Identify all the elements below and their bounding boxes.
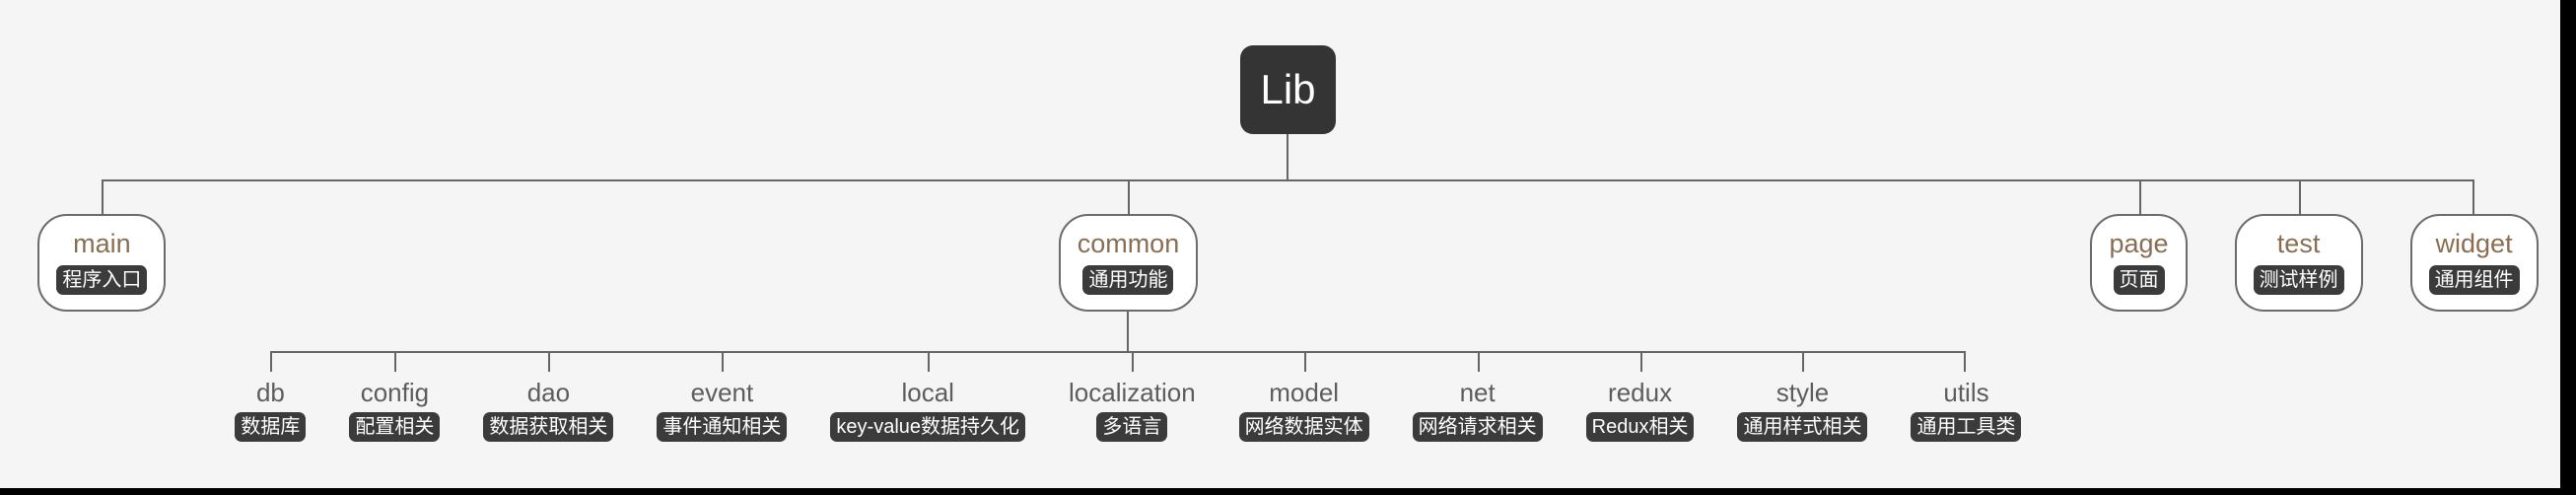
node-page-badge: 页面 — [2113, 265, 2165, 295]
branch-config: config 配置相关 — [327, 351, 464, 442]
node-common-badge: 通用功能 — [1082, 265, 1174, 295]
node-event-badge: 事件通知相关 — [657, 412, 788, 442]
node-localization[interactable]: localization 多语言 — [1069, 378, 1196, 442]
branch-model: model 网络数据实体 — [1217, 351, 1393, 442]
node-test[interactable]: test 测试样例 — [2234, 214, 2363, 312]
node-model[interactable]: model 网络数据实体 — [1238, 378, 1369, 442]
branch-page: page 页面 — [2066, 179, 2213, 442]
node-localization-badge: 多语言 — [1096, 412, 1168, 442]
node-db-badge: 数据库 — [235, 412, 307, 442]
branch-utils: utils 通用工具类 — [1887, 351, 2043, 442]
node-style-label: style — [1775, 378, 1830, 407]
node-db-label: db — [255, 378, 285, 407]
node-event[interactable]: event 事件通知相关 — [657, 378, 788, 442]
node-local-label: local — [901, 378, 954, 407]
node-utils-label: utils — [1943, 378, 1989, 407]
screen-right-edge — [2560, 0, 2576, 495]
node-net-label: net — [1459, 378, 1496, 407]
node-lib[interactable]: Lib — [1240, 45, 1336, 134]
branch-net: net 网络请求相关 — [1390, 351, 1566, 442]
branch-common: common 通用功能 db 数据库 config 配置相关 — [189, 179, 2069, 442]
branch-local: local key-value数据持久化 — [808, 351, 1049, 442]
level1-row: main 程序入口 common 通用功能 db 数据库 — [14, 134, 2561, 442]
node-dao-badge: 数据获取相关 — [483, 412, 614, 442]
node-widget[interactable]: widget 通用组件 — [2409, 214, 2539, 312]
node-lib-label: Lib — [1260, 66, 1316, 112]
node-dao[interactable]: dao 数据获取相关 — [483, 378, 614, 442]
node-db[interactable]: db 数据库 — [235, 378, 307, 442]
node-model-badge: 网络数据实体 — [1238, 412, 1369, 442]
node-main-badge: 程序入口 — [56, 265, 148, 295]
branch-dao: dao 数据获取相关 — [461, 351, 638, 442]
node-page[interactable]: page 页面 — [2090, 214, 2188, 312]
node-local[interactable]: local key-value数据持久化 — [830, 378, 1026, 442]
lib-tree: Lib main 程序入口 common 通用功能 db — [14, 45, 2561, 442]
branch-event: event 事件通知相关 — [635, 351, 811, 442]
branch-widget: widget 通用组件 — [2384, 179, 2562, 442]
node-main[interactable]: main 程序入口 — [37, 214, 167, 312]
node-common[interactable]: common 通用功能 — [1058, 214, 1199, 312]
node-config-label: config — [360, 378, 430, 407]
branch-test: test 测试样例 — [2210, 179, 2389, 442]
node-event-label: event — [690, 378, 754, 407]
node-net[interactable]: net 网络请求相关 — [1412, 378, 1543, 442]
common-children-row: db 数据库 config 配置相关 dao 数据获取相关 — [213, 312, 2043, 442]
node-page-label: page — [2109, 229, 2169, 258]
branch-db: db 数据库 — [213, 351, 330, 442]
node-style[interactable]: style 通用样式相关 — [1737, 378, 1868, 442]
node-test-badge: 测试样例 — [2253, 265, 2344, 295]
node-model-label: model — [1269, 378, 1340, 407]
node-redux-badge: Redux相关 — [1585, 412, 1695, 442]
node-main-label: main — [73, 229, 131, 258]
branch-main: main 程序入口 — [14, 179, 192, 442]
branch-localization: localization 多语言 — [1047, 351, 1219, 442]
node-common-label: common — [1077, 229, 1180, 258]
node-utils[interactable]: utils 通用工具类 — [1911, 378, 2022, 442]
node-redux-label: redux — [1608, 378, 1673, 407]
node-style-badge: 通用样式相关 — [1737, 412, 1868, 442]
node-net-badge: 网络请求相关 — [1412, 412, 1543, 442]
node-test-label: test — [2276, 229, 2321, 258]
node-config[interactable]: config 配置相关 — [349, 378, 441, 442]
screen-bottom-edge — [0, 488, 2576, 495]
node-utils-badge: 通用工具类 — [1911, 412, 2022, 442]
node-widget-badge: 通用组件 — [2428, 265, 2520, 295]
branch-style: style 通用样式相关 — [1715, 351, 1892, 442]
node-config-badge: 配置相关 — [349, 412, 441, 442]
node-redux[interactable]: redux Redux相关 — [1585, 378, 1695, 442]
node-localization-label: localization — [1069, 378, 1196, 407]
branch-redux: redux Redux相关 — [1564, 351, 1718, 442]
node-local-badge: key-value数据持久化 — [830, 412, 1026, 442]
node-dao-label: dao — [526, 378, 571, 407]
node-widget-label: widget — [2435, 229, 2513, 258]
